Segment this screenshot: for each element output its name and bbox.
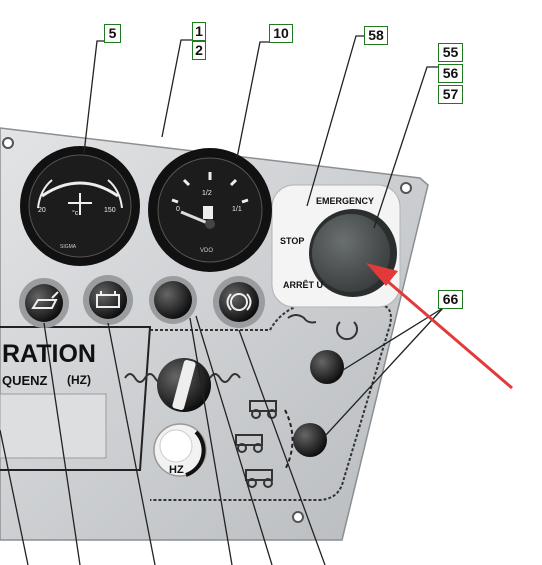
speed-selector-arc [284, 409, 294, 471]
leader-lower-5 [195, 315, 273, 565]
callout-2: 2 [192, 41, 206, 60]
stop-label: STOP [280, 236, 305, 246]
red-pointer-arrow [366, 263, 513, 390]
emergency-label: EMERGENCY [316, 196, 375, 206]
arret-label: ARRÊT U [283, 280, 323, 290]
quenz-label: QUENZ [2, 373, 48, 388]
fuel-half-label: 1/2 [202, 190, 212, 197]
idle-speed-button [310, 350, 344, 384]
callout-1: 1 [192, 22, 206, 41]
hz-adjust-knob [153, 423, 207, 477]
tractor-speed-icons [235, 400, 277, 488]
callout-10: 10 [269, 24, 293, 43]
mounting-hole [400, 182, 412, 194]
leader-lower-1 [0, 429, 29, 565]
ground-speed-button [293, 423, 327, 457]
battery-lamp [83, 275, 133, 325]
fuel-full-label: 1/1 [232, 206, 242, 213]
leader-lower-6 [238, 329, 326, 565]
temp-max-label: 150 [104, 207, 116, 214]
callout-58: 58 [364, 26, 388, 45]
control-zone-outline [150, 304, 392, 501]
leader-1-2 [161, 39, 193, 138]
preheat-lamp [213, 276, 265, 328]
callout-56: 56 [438, 64, 463, 83]
leader-lower-2 [43, 322, 81, 565]
temp-min-label: 20 [38, 207, 46, 214]
temperature-gauge: SIGMA [20, 146, 140, 266]
hz-knob-label: HZ [169, 464, 184, 476]
fuel-gauge: VDO [148, 148, 272, 272]
frequency-rotary-knob [157, 358, 211, 412]
callout-57: 57 [438, 85, 463, 104]
frequency-display [0, 393, 107, 459]
leader-55-57 [373, 66, 439, 229]
emergency-stop-button [312, 214, 390, 292]
leader-10 [236, 41, 270, 159]
svg-text:VDO: VDO [200, 248, 213, 254]
temp-unit-label: °c [72, 210, 79, 217]
leader-58 [306, 35, 366, 207]
hare-tortoise-icon [287, 314, 358, 341]
callout-5: 5 [104, 24, 121, 43]
hz-unit-label: (HZ) [67, 373, 91, 387]
callout-55: 55 [438, 43, 463, 62]
leader-lower-4 [189, 317, 233, 565]
fuel-empty-label: 0 [176, 206, 180, 213]
mounting-hole [2, 137, 14, 149]
ration-label: RATION [2, 340, 96, 368]
blank-lamp [149, 276, 197, 324]
frequency-frame [0, 326, 152, 471]
leader-5 [83, 40, 105, 154]
callout-66: 66 [438, 290, 463, 309]
mounting-hole [292, 511, 304, 523]
svg-text:SIGMA: SIGMA [60, 244, 77, 250]
leader-lower-3 [107, 322, 156, 565]
leader-lines [0, 35, 444, 565]
leader-66-b [324, 307, 444, 437]
leader-66-a [342, 307, 444, 371]
oil-pressure-lamp [19, 278, 69, 328]
